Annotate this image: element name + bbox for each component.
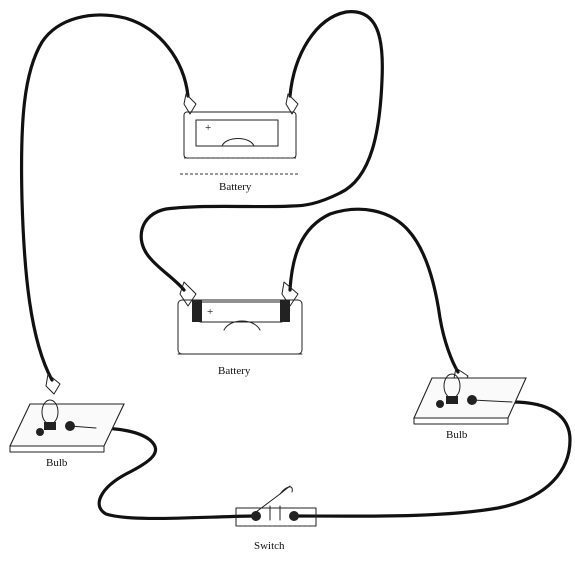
wire-top-battery-to-middle-battery — [139, 10, 384, 292]
alligator-clip-icon — [45, 373, 61, 395]
battery-top-plus: + — [205, 122, 211, 134]
battery-holder — [183, 111, 297, 159]
battery-middle: + Battery — [177, 281, 303, 377]
switch-label: Switch — [254, 540, 285, 552]
battery-top-label: Battery — [219, 181, 252, 193]
wires — [19, 10, 572, 521]
wire-middle-battery-to-right-bulb — [288, 207, 460, 374]
battery-top: + Battery — [180, 93, 300, 193]
wire-left-bulb-to-switch — [94, 426, 254, 521]
battery-middle-label: Battery — [218, 365, 251, 377]
wire-switch-to-right-bulb — [290, 400, 572, 518]
bulb-left: Bulb — [9, 373, 125, 469]
bulb-left-label: Bulb — [46, 457, 68, 469]
alligator-clip-icon — [285, 93, 299, 115]
bulb-right-label: Bulb — [446, 429, 468, 441]
battery-middle-plus: + — [207, 306, 213, 318]
alligator-clip-icon — [183, 93, 197, 115]
wire-top-battery-to-left-bulb — [19, 13, 190, 382]
switch-base — [235, 507, 317, 527]
switch: Switch — [235, 485, 317, 552]
alligator-clip-icon — [179, 281, 197, 307]
bulb-right: Bulb — [413, 367, 527, 441]
